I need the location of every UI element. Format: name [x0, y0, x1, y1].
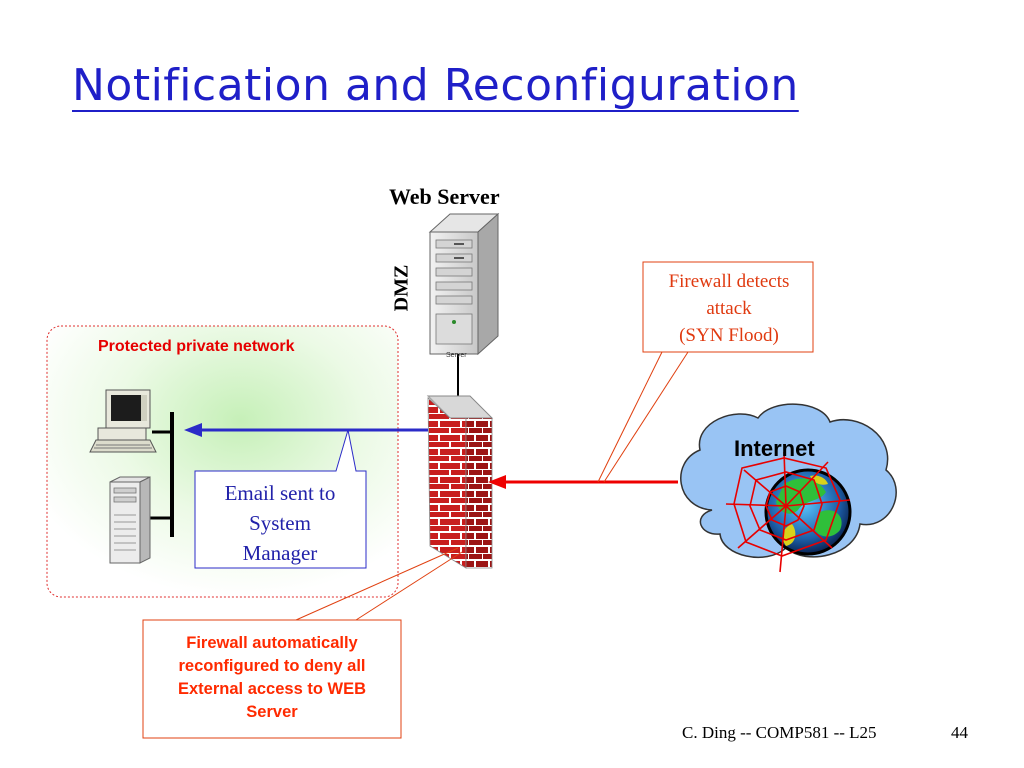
protected-network-label: Protected private network	[98, 338, 295, 355]
detect-line-3: (SYN Flood)	[679, 325, 779, 346]
reconfig-callout	[142, 547, 463, 739]
detect-line-2: attack	[706, 298, 752, 319]
web-server-icon	[428, 212, 500, 356]
email-line-3: Manager	[242, 541, 318, 565]
dmz-label: DMZ	[390, 264, 413, 312]
email-callout	[194, 429, 367, 569]
spider-web-icon	[725, 451, 851, 573]
reconfig-line-1: Firewall automatically	[186, 634, 358, 652]
desktop-computer-icon	[89, 389, 157, 453]
internet-label: Internet	[734, 436, 815, 461]
reconfig-callout-text: Firewall automatically reconfigured to d…	[146, 632, 398, 724]
reconfig-line-3: External access to WEB	[178, 680, 366, 698]
notification-arrow	[184, 423, 428, 437]
firewall-icon	[426, 395, 494, 569]
tower-computer-icon	[109, 476, 151, 564]
attack-arrow	[488, 475, 678, 489]
email-line-2: System	[249, 511, 311, 535]
detect-callout	[597, 261, 814, 483]
footer-credit: C. Ding -- COMP581 -- L25	[682, 723, 877, 742]
page-number: 44	[951, 723, 968, 742]
email-line-1: Email sent to	[224, 481, 336, 505]
reconfig-line-4: Server	[246, 703, 298, 721]
server-caption: Server	[446, 352, 467, 359]
detect-callout-text: Firewall detects attack (SYN Flood)	[645, 268, 813, 349]
web-server-label: Web Server	[389, 184, 500, 209]
reconfig-line-2: reconfigured to deny all	[178, 657, 366, 675]
slide-title: Notification and Reconfiguration	[72, 60, 799, 111]
detect-line-1: Firewall detects	[668, 271, 790, 292]
lan-bus	[150, 412, 174, 537]
email-callout-text: Email sent to System Manager	[196, 478, 364, 568]
